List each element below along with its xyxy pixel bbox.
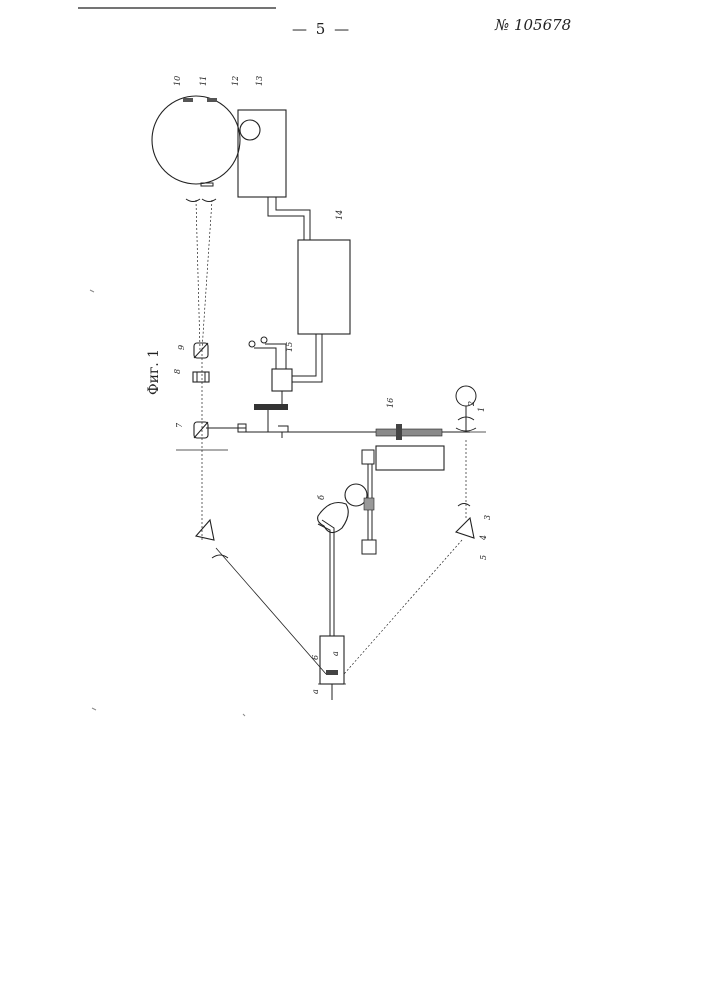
marker-10 [183,98,193,102]
label-b: б [317,495,326,500]
sphere-unit [152,96,240,202]
label-16: 16 [386,398,395,408]
filter-8 [193,372,209,382]
linkage [345,464,376,554]
dial-gear [364,498,374,510]
terminal-leads [254,344,286,369]
terminal-a [249,341,255,347]
optical-axis [196,200,212,540]
label-7: 7 [175,422,184,428]
lens-3 [458,504,470,507]
terminal-b [261,337,267,343]
prism-left [196,520,214,540]
label-1: 1 [477,407,486,412]
link-14-15 [292,334,322,382]
beam-right-diagonal [344,540,462,674]
label-2: 2 [467,401,476,407]
specimen-holder [318,636,346,700]
lead-screw [376,429,442,436]
sphere-lenses [186,199,216,202]
label-10: 10 [173,76,182,86]
beam-left-diagonal [216,548,326,674]
label-14: 14 [335,210,344,220]
beam-upper-a [202,200,212,350]
label-5: 5 [479,555,488,560]
cam-8 [318,503,349,533]
cylinder-body [376,446,444,470]
nut-16 [396,424,402,440]
label-a-outer: a [311,689,320,694]
label-4: 4 [479,535,488,541]
beam-upper-b [196,200,200,350]
link-13-14 [268,197,310,240]
sphere-slit [201,183,213,186]
unit-13 [238,110,286,197]
scan-mark-1 [90,290,94,292]
box-14 [298,240,350,334]
cam-rod [318,520,334,636]
label-11: 11 [199,76,208,86]
box-13 [238,110,286,197]
weight [362,540,376,554]
gear-rack [254,404,288,410]
scan-mark-3 [243,714,245,716]
cylinder-cap [362,450,374,464]
scan-mark-2 [92,708,96,710]
label-13: 13 [255,76,264,86]
label-6: 6 [311,655,320,660]
label-15: 15 [285,342,294,352]
figure-caption: Фиг. 1 [146,349,162,395]
lamp-12 [240,120,260,140]
prism-4 [456,518,474,538]
lens-left [212,555,228,558]
beamsplitter-7-face [194,422,208,438]
label-3: 3 [483,515,492,520]
box-15 [272,369,292,391]
prism-9-face [194,343,208,358]
label-8: 8 [173,369,182,374]
holder-box [320,636,344,684]
main-shaft [206,424,470,440]
label-9: 9 [177,345,186,350]
label-a-inner: a [331,651,340,656]
reference-labels: 10 11 12 13 14 15 16 9 8 7 б 1 2 3 4 5 6… [173,76,492,694]
marker-11 [207,98,217,102]
sphere-outline [152,96,240,184]
label-12: 12 [231,76,240,86]
specimen-6 [326,670,338,675]
